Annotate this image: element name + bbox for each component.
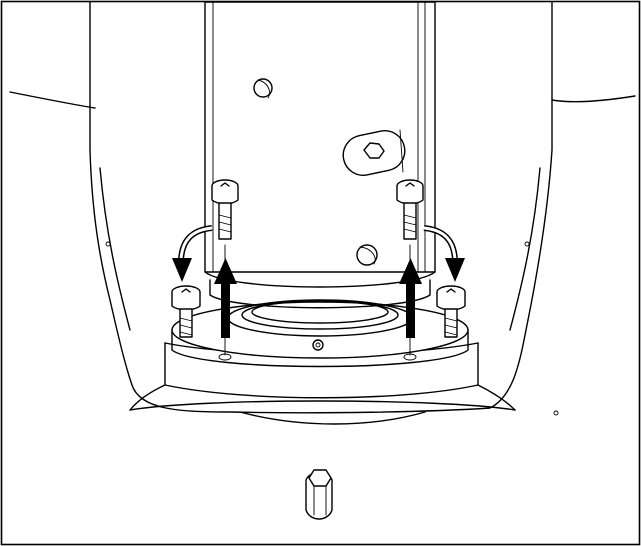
- curved-arrow-icon: [172, 225, 213, 282]
- arrow-up-icon: [214, 258, 237, 338]
- mounting-cover: [9, 1, 636, 416]
- right-screw-installed: [436, 285, 466, 338]
- base-housing: [129, 342, 516, 425]
- right-screw: [396, 179, 424, 361]
- left-screw: [211, 179, 239, 361]
- arrow-up-icon: [399, 258, 422, 338]
- left-screw-installed: [171, 285, 201, 338]
- curved-arrow-icon: [423, 225, 465, 282]
- hex-plug-icon: [305, 469, 333, 520]
- column: [204, 1, 436, 309]
- flange: [171, 299, 469, 368]
